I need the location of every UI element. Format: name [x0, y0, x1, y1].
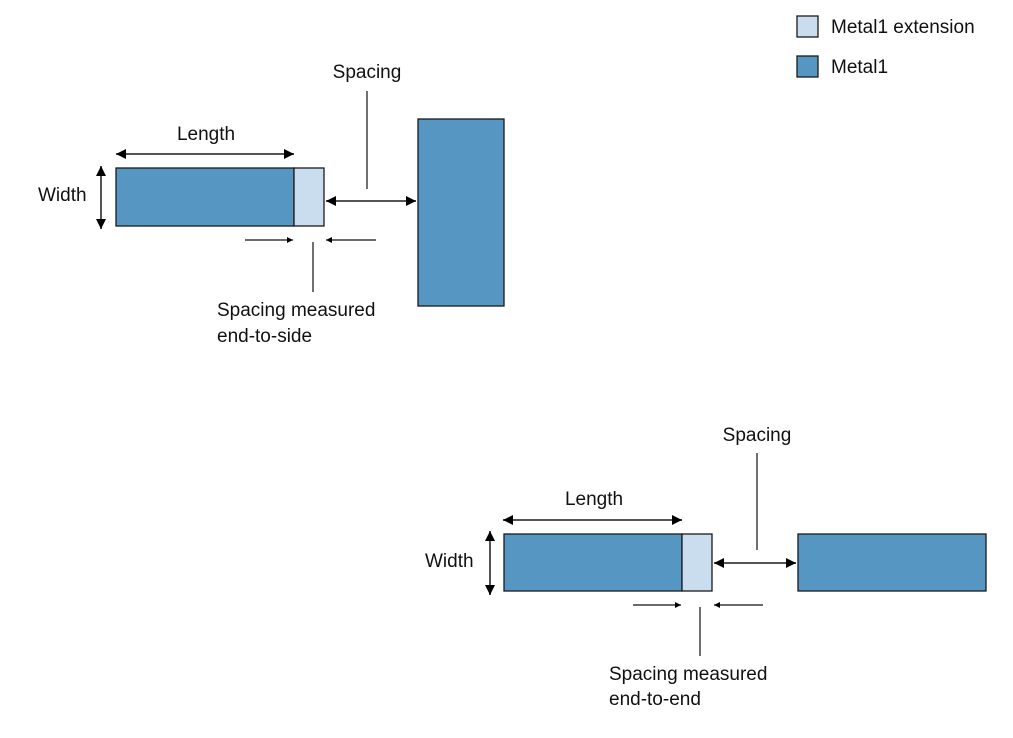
- width-label: Width: [38, 185, 87, 206]
- measured-label-line2: end-to-side: [217, 326, 312, 347]
- legend-swatch-metal1: [796, 55, 819, 78]
- spacing-label: Spacing: [333, 62, 402, 83]
- metal1-wire: [115, 167, 295, 227]
- spacing-label: Spacing: [723, 425, 792, 446]
- legend-label-metal1-extension: Metal1 extension: [831, 17, 975, 38]
- diagram-end-to-side: Length Width Spacing Spacing measured en…: [38, 62, 505, 347]
- diagram-end-to-end: Length Width Spacing Spacing measured en…: [425, 425, 987, 710]
- legend-item-metal1: Metal1: [796, 55, 888, 78]
- metal1-extension: [681, 533, 713, 592]
- metal1-extension: [293, 167, 325, 227]
- length-label: Length: [177, 124, 235, 145]
- measured-label-line2: end-to-end: [609, 689, 701, 710]
- length-label: Length: [565, 489, 623, 510]
- legend-item-metal1-extension: Metal1 extension: [796, 15, 975, 38]
- measured-label-line1: Spacing measured: [217, 300, 375, 321]
- legend-label-metal1: Metal1: [831, 57, 888, 78]
- metal1-end-wire: [797, 533, 987, 592]
- legend-swatch-metal1-extension: [796, 15, 819, 38]
- legend: Metal1 extension Metal1: [796, 15, 975, 78]
- metal1-wire: [503, 533, 683, 592]
- measured-label-line1: Spacing measured: [609, 664, 767, 685]
- metal1-side-wire: [417, 118, 505, 307]
- width-label: Width: [425, 551, 474, 572]
